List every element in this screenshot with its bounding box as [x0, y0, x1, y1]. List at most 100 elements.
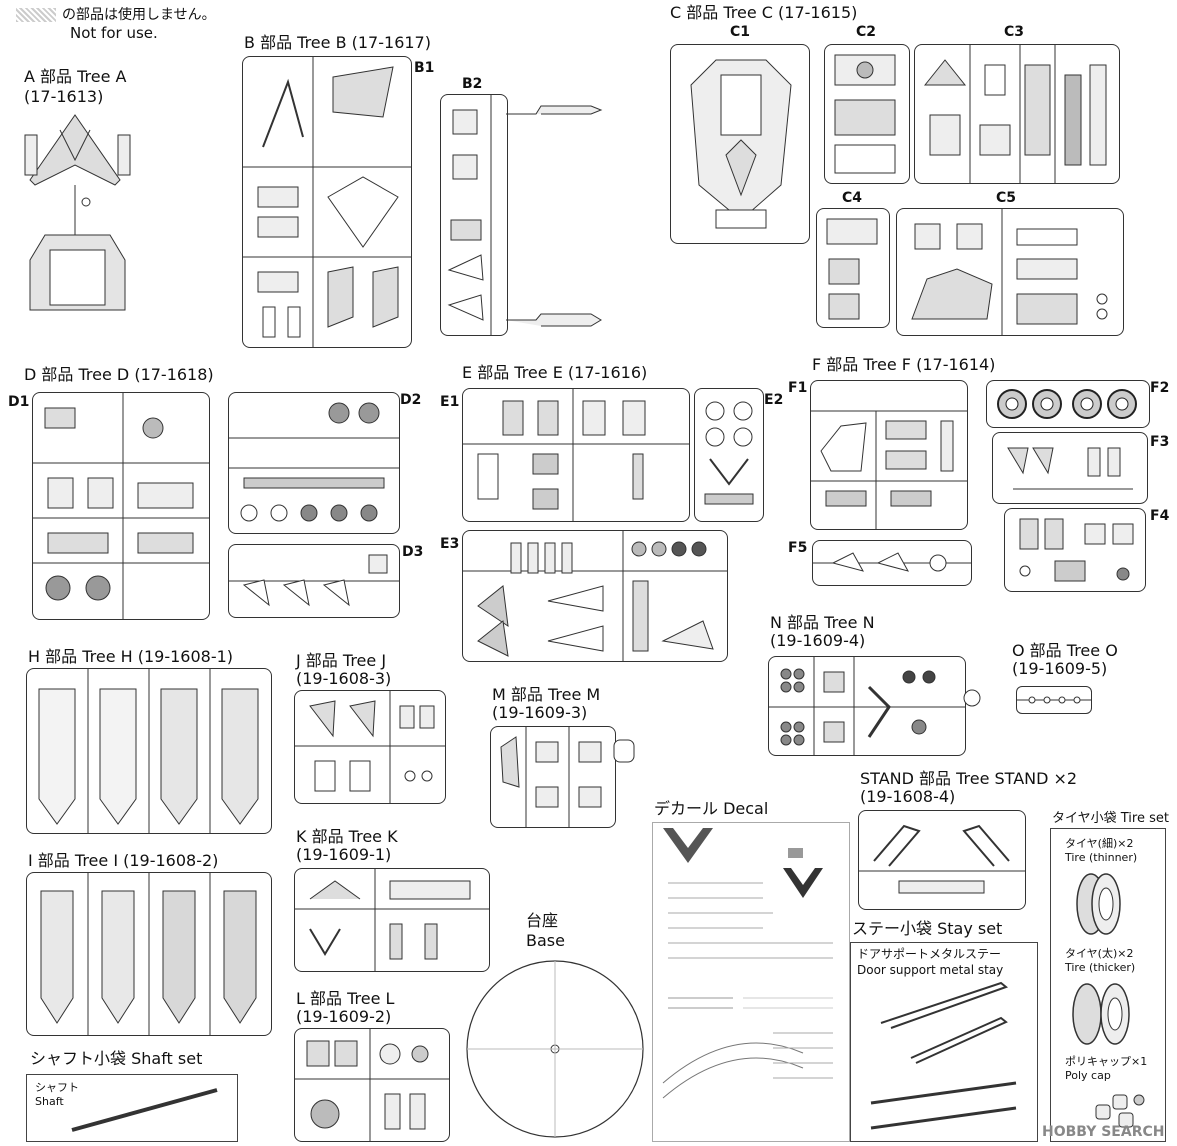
tree-k-code: (19-1609-1): [296, 845, 392, 864]
tire-thick-label-ja: タイヤ(太)×2: [1065, 947, 1134, 960]
base-part: [466, 960, 644, 1138]
tree-c1-runner: [670, 44, 810, 244]
not-for-use-swatch: [16, 8, 56, 22]
tree-a-title: A 部品 Tree A: [24, 67, 127, 86]
tree-b2-runner: [440, 94, 508, 336]
tree-l-title: L 部品 Tree L: [296, 989, 395, 1008]
tree-f2-runner: [986, 380, 1150, 428]
tree-m-title: M 部品 Tree M: [492, 685, 601, 704]
stay-parts: [870, 981, 1017, 1130]
tree-b2-label: B2: [462, 76, 483, 92]
tree-m-tab: [613, 739, 635, 763]
shaft-set-box: シャフト Shaft: [26, 1074, 238, 1142]
tire-set-box: タイヤ(細)×2 Tire (thinner) タイヤ(太)×2 Tire (t…: [1050, 828, 1166, 1142]
tree-stand-title: STAND 部品 Tree STAND ×2: [860, 769, 1078, 788]
tree-f1-runner: [810, 380, 968, 530]
poly-cap-part: [1095, 1094, 1145, 1128]
tree-i-title: I 部品 Tree I (19-1608-2): [28, 851, 219, 870]
tree-e3-runner: [462, 530, 728, 662]
stay-label-en: Door support metal stay: [857, 963, 1004, 977]
stay-set-title: ステー小袋 Stay set: [852, 919, 1003, 938]
stay-label-ja: ドアサポートメタルステー: [857, 947, 1002, 961]
tree-n-title: N 部品 Tree N: [770, 613, 875, 632]
tree-f3-label: F3: [1150, 434, 1170, 450]
poly-cap-label-ja: ポリキャップ×1: [1065, 1055, 1148, 1068]
tree-j-title: J 部品 Tree J: [296, 651, 387, 670]
tree-a-parts: [24, 114, 131, 311]
tree-f4-label: F4: [1150, 508, 1170, 524]
tree-o-title: O 部品 Tree O: [1012, 641, 1118, 660]
tree-d1-label: D1: [8, 394, 30, 410]
tree-c2-label: C2: [856, 24, 877, 40]
tree-e3-label: E3: [440, 536, 460, 552]
tree-f2-label: F2: [1150, 380, 1170, 396]
shaft-label-en: Shaft: [35, 1095, 64, 1108]
tire-thick-part: [1072, 983, 1130, 1045]
tree-e-title: E 部品 Tree E (17-1616): [462, 363, 648, 382]
tree-f4-runner: [1004, 508, 1146, 592]
shaft-set-title: シャフト小袋 Shaft set: [30, 1049, 203, 1068]
tree-l-code: (19-1609-2): [296, 1007, 392, 1026]
tree-d2-label: D2: [400, 392, 422, 408]
tree-c2-runner: [824, 44, 910, 184]
tire-thin-part: [1076, 873, 1121, 935]
tree-f5-runner: [812, 540, 972, 586]
tree-n-code: (19-1609-4): [770, 631, 866, 650]
decal-title: デカール Decal: [654, 799, 769, 818]
tree-n-runner: [768, 656, 966, 756]
decal-graphics: [662, 828, 833, 1099]
tire-thin-label-en: Tire (thinner): [1065, 851, 1138, 864]
tree-e2-label: E2: [764, 392, 784, 408]
tree-f3-runner: [992, 432, 1148, 504]
tree-e1-runner: [462, 388, 690, 522]
tree-e1-label: E1: [440, 394, 460, 410]
tree-d3-runner: [228, 544, 400, 618]
tree-c4-label: C4: [842, 190, 863, 206]
tree-k-title: K 部品 Tree K: [296, 827, 398, 846]
tree-h-title: H 部品 Tree H (19-1608-1): [28, 647, 234, 666]
tree-a-code: (17-1613): [24, 87, 104, 106]
tree-e2-runner: [694, 388, 764, 522]
tree-k-runner: [294, 868, 490, 972]
tree-h-runner: [26, 668, 272, 834]
tree-o-code: (19-1609-5): [1012, 659, 1108, 678]
tree-m-runner: [490, 726, 616, 828]
shaft-label-ja: シャフト: [35, 1081, 79, 1094]
tree-b1-label: B1: [414, 60, 435, 76]
tree-b-title: B 部品 Tree B (17-1617): [244, 33, 431, 52]
tree-c3-label: C3: [1004, 24, 1025, 40]
poly-cap-label-en: Poly cap: [1065, 1069, 1111, 1082]
stay-set-box: ドアサポートメタルステー Door support metal stay: [850, 942, 1038, 1142]
tree-m-code: (19-1609-3): [492, 703, 588, 722]
tree-stand-runner: [858, 810, 1026, 910]
tree-j-runner: [294, 690, 446, 804]
shaft-part: [71, 1088, 218, 1132]
tree-b1-runner: [242, 56, 412, 348]
tire-thick-label-en: Tire (thicker): [1065, 961, 1136, 974]
decal-sheet: [652, 822, 850, 1142]
tree-stand-code: (19-1608-4): [860, 787, 956, 806]
tree-b2-shafts: [506, 105, 603, 327]
tree-d1-runner: [32, 392, 210, 620]
tire-thin-label-ja: タイヤ(細)×2: [1065, 837, 1134, 850]
tree-d-title: D 部品 Tree D (17-1618): [24, 365, 214, 384]
tree-c5-label: C5: [996, 190, 1017, 206]
tire-set-title: タイヤ小袋 Tire set: [1052, 811, 1169, 826]
not-for-use-notice-ja: の部品は使用しません。: [62, 7, 216, 23]
tree-j-code: (19-1608-3): [296, 669, 392, 688]
tree-f-title: F 部品 Tree F (17-1614): [812, 355, 996, 374]
tree-n-tab: [963, 689, 981, 707]
tree-d3-label: D3: [402, 544, 424, 560]
tree-o-runner: [1016, 686, 1092, 714]
tree-c3-runner: [914, 44, 1120, 184]
not-for-use-notice-en: Not for use.: [70, 24, 158, 42]
base-label-ja: 台座: [526, 911, 559, 930]
tree-c4-runner: [816, 208, 890, 328]
tree-c5-runner: [896, 208, 1124, 336]
tree-f5-label: F5: [788, 540, 808, 556]
tree-l-runner: [294, 1028, 450, 1142]
tree-c-title: C 部品 Tree C (17-1615): [670, 3, 858, 22]
tree-c1-label: C1: [730, 24, 751, 40]
base-label-en: Base: [526, 931, 565, 950]
watermark: HOBBY SEARCH: [1042, 1124, 1165, 1140]
